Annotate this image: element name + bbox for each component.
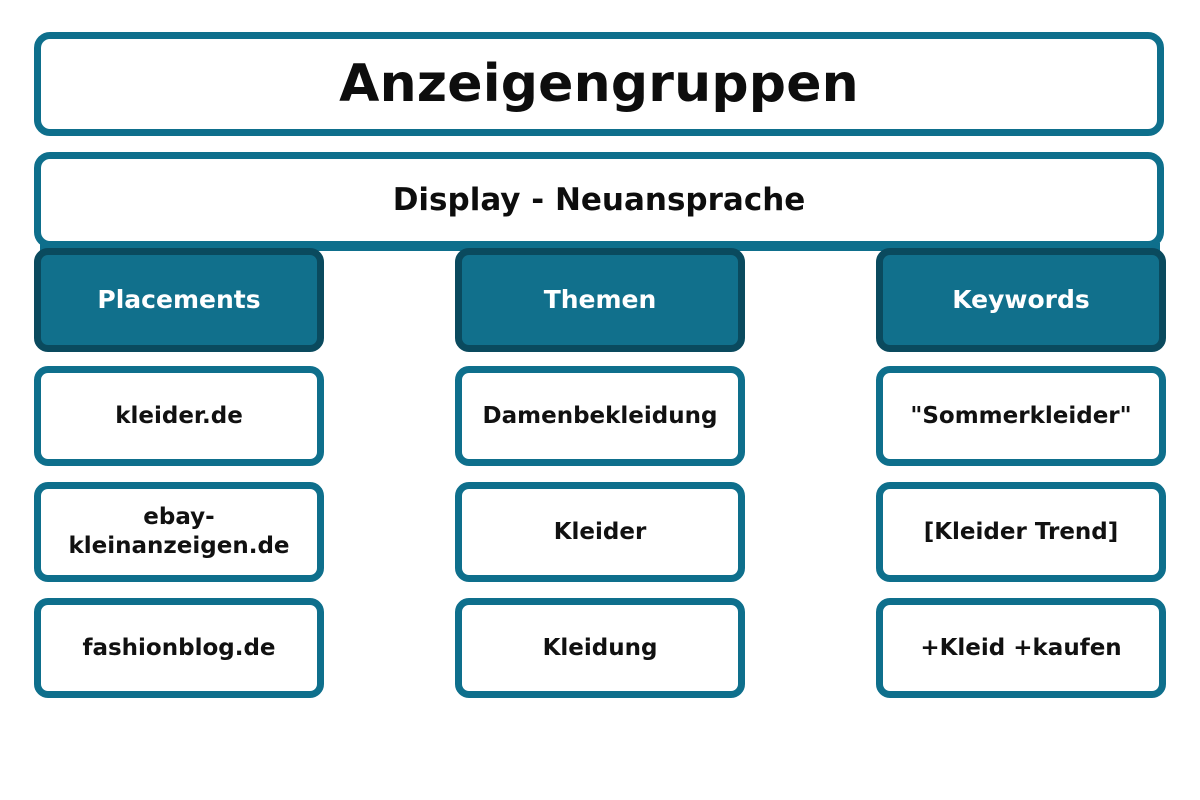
item-label: Kleidung xyxy=(542,634,658,661)
column-keywords: Keywords "Sommerkleider" [Kleider Trend]… xyxy=(876,248,1166,714)
item-label: "Sommerkleider" xyxy=(910,402,1132,429)
diagram-title-box: Anzeigengruppen xyxy=(34,32,1164,136)
list-item[interactable]: ebay-kleinanzeigen.de xyxy=(34,482,324,582)
list-item[interactable]: "Sommerkleider" xyxy=(876,366,1166,466)
list-item[interactable]: Kleider xyxy=(455,482,745,582)
list-item[interactable]: +Kleid +kaufen xyxy=(876,598,1166,698)
campaign-box: Display - Neuansprache xyxy=(34,152,1164,248)
list-item[interactable]: Damenbekleidung xyxy=(455,366,745,466)
item-label: kleider.de xyxy=(115,402,243,429)
list-item[interactable]: kleider.de xyxy=(34,366,324,466)
item-label: [Kleider Trend] xyxy=(923,518,1119,545)
campaign-name: Display - Neuansprache xyxy=(392,181,806,218)
list-item[interactable]: Kleidung xyxy=(455,598,745,698)
column-placements: Placements kleider.de ebay-kleinanzeigen… xyxy=(34,248,324,714)
item-label: +Kleid +kaufen xyxy=(920,634,1122,661)
group-header-placements[interactable]: Placements xyxy=(34,248,324,352)
group-header-label: Keywords xyxy=(952,284,1090,314)
column-themen: Themen Damenbekleidung Kleider Kleidung xyxy=(455,248,745,714)
item-label: Damenbekleidung xyxy=(482,402,718,429)
item-label: ebay-kleinanzeigen.de xyxy=(68,504,290,559)
page-title: Anzeigengruppen xyxy=(339,53,859,114)
list-item[interactable]: [Kleider Trend] xyxy=(876,482,1166,582)
group-header-keywords[interactable]: Keywords xyxy=(876,248,1166,352)
group-header-label: Themen xyxy=(543,284,657,314)
list-item[interactable]: fashionblog.de xyxy=(34,598,324,698)
item-label: Kleider xyxy=(553,518,647,545)
group-header-themen[interactable]: Themen xyxy=(455,248,745,352)
item-label: fashionblog.de xyxy=(82,634,276,661)
group-header-label: Placements xyxy=(97,284,261,314)
